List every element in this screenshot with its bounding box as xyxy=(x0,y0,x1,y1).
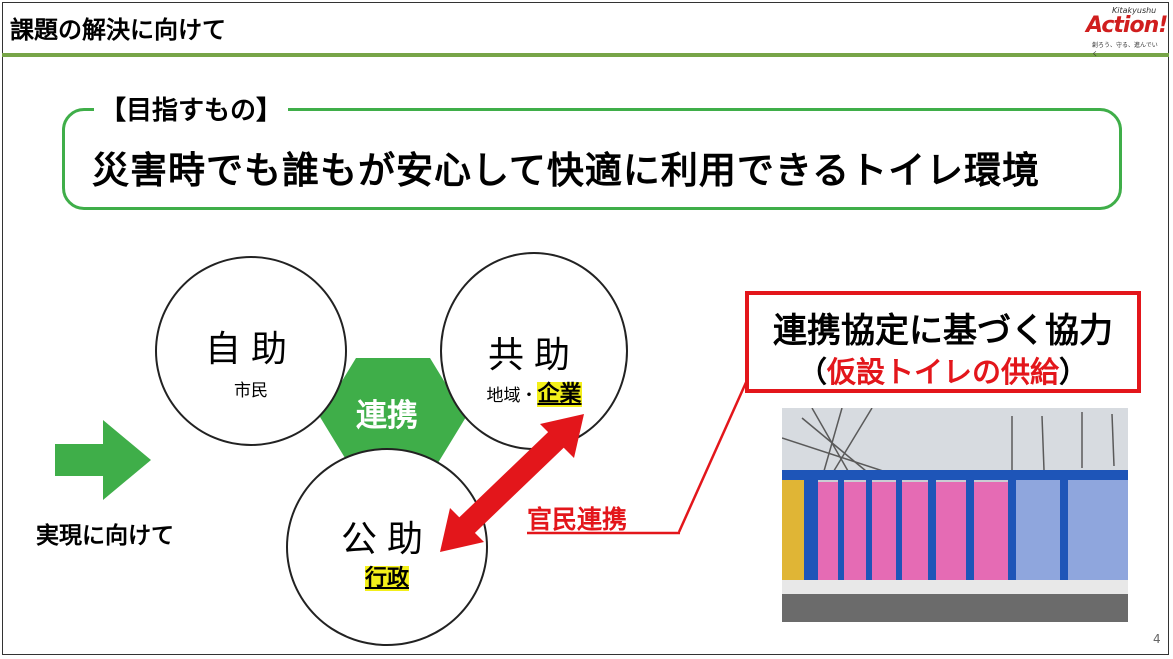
public-private-label: 官民連携 xyxy=(527,505,628,534)
callout-paren-close: ） xyxy=(1059,355,1089,389)
goal-label: 【目指すもの】 xyxy=(94,90,289,127)
logo-tagline: 創ろう、守る、進んでいく xyxy=(1092,42,1158,58)
green-right-arrow-icon xyxy=(55,420,151,500)
cooperation-callout: 連携協定に基づく協力 （仮設トイレの供給） xyxy=(745,291,1141,393)
mutual-help-sub-highlight: 企業 xyxy=(537,382,582,407)
page-number: 4 xyxy=(1153,632,1161,646)
goal-statement: 災害時でも誰もが安心して快適に利用できるトイレ環境 xyxy=(92,149,1041,192)
self-help-sub: 市民 xyxy=(234,381,268,401)
self-help-circle: 自助 市民 xyxy=(155,256,347,446)
mutual-help-circle: 共助 地域・企業 xyxy=(440,252,628,450)
callout-detail-line: （仮設トイレの供給） xyxy=(749,349,1137,391)
kitakyushu-action-logo: Kitakyushu Action! 創ろう、守る、進んでいく xyxy=(1066,6,1168,58)
mutual-help-title: 共助 xyxy=(487,335,580,376)
callout-paren-open: （ xyxy=(797,355,827,389)
callout-title: 連携協定に基づく協力 xyxy=(773,311,1113,351)
mutual-help-sub: 地域・企業 xyxy=(442,376,626,408)
portable-toilets-photo xyxy=(782,408,1128,622)
public-help-title: 公助 xyxy=(340,519,433,560)
callout-detail: 仮設トイレの供給 xyxy=(826,355,1059,389)
public-private-double-arrow xyxy=(440,414,584,552)
title-rule xyxy=(2,53,1169,57)
public-help-sub-highlight: 行政 xyxy=(364,566,409,591)
callout-pointer-line xyxy=(677,377,750,533)
logo-brand: Action! xyxy=(1086,13,1168,38)
cooperation-hexagon xyxy=(320,358,466,476)
self-help-title: 自助 xyxy=(204,329,297,370)
logo-brand-small: Kitakyushu xyxy=(1112,6,1157,15)
slide-title: 課題の解決に向けて xyxy=(10,16,226,44)
public-help-sub: 行政 xyxy=(288,560,486,592)
cooperation-label: 連携 xyxy=(356,398,418,434)
realize-label: 実現に向けて xyxy=(36,523,174,549)
mutual-help-sub-prefix: 地域・ xyxy=(486,386,538,406)
